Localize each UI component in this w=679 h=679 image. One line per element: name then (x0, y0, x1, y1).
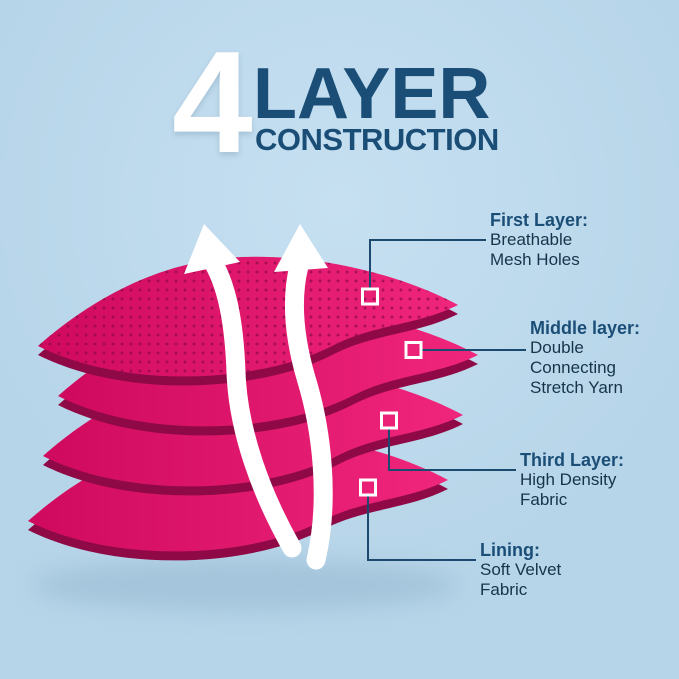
label-third-layer: Third Layer: High Density Fabric (520, 450, 624, 510)
stack-shadow (30, 559, 460, 611)
airflow-arrows (184, 224, 333, 570)
airflow-arrow-left-icon (184, 224, 302, 558)
connectors (359, 239, 526, 561)
label-middle-layer-body: Double Connecting Stretch Yarn (530, 338, 623, 397)
connector-lining (367, 495, 476, 561)
connector-third-layer (388, 428, 516, 471)
label-middle-layer-heading: Middle layer: (530, 318, 641, 338)
marker-first-layer (361, 287, 379, 306)
label-third-layer-heading: Third Layer: (520, 450, 625, 470)
label-middle-layer: Middle layer: Double Connecting Stretch … (530, 318, 640, 398)
label-lining-heading: Lining: (480, 540, 540, 560)
label-first-layer-body: Breathable Mesh Holes (490, 230, 580, 269)
airflow-arrow-right-icon (274, 224, 333, 570)
label-lining: Lining: Soft Velvet Fabric (480, 540, 561, 600)
label-third-layer-body: High Density Fabric (520, 470, 617, 509)
title-number: 4 (172, 21, 253, 183)
title-word: LAYER (253, 54, 491, 134)
marker-third-layer (380, 411, 398, 430)
label-first-layer-heading: First Layer: (490, 210, 589, 230)
label-first-layer: First Layer: Breathable Mesh Holes (490, 210, 588, 270)
title-subtitle: CONSTRUCTION (255, 122, 499, 157)
connector-first-layer (369, 239, 486, 289)
marker-middle-layer (404, 341, 423, 359)
label-lining-body: Soft Velvet Fabric (480, 560, 562, 599)
marker-lining (359, 478, 377, 497)
